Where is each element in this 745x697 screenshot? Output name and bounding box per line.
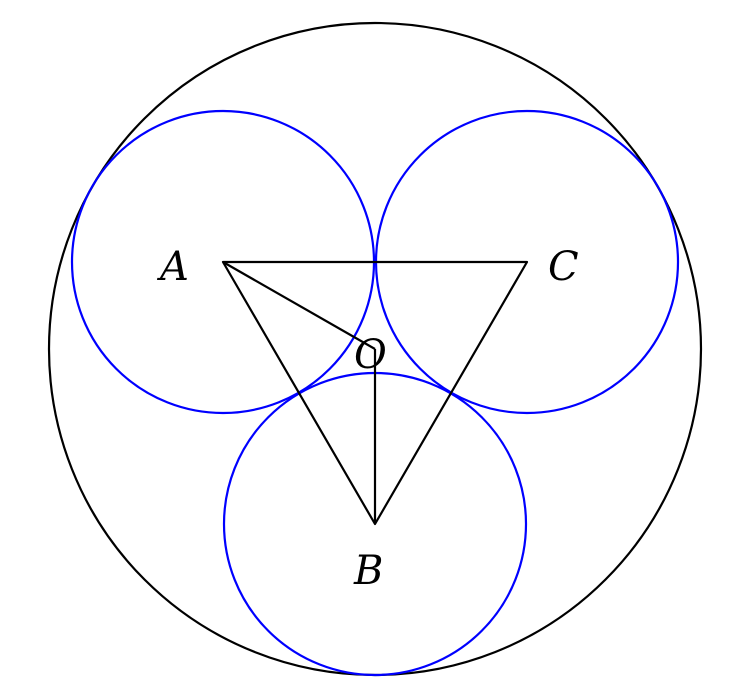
label-c: C: [548, 244, 579, 290]
segment-ao: [222, 261, 376, 350]
label-b: B: [353, 548, 383, 594]
label-o: O: [354, 332, 387, 378]
label-a: A: [156, 244, 189, 290]
triangle-abc: [221, 260, 529, 526]
